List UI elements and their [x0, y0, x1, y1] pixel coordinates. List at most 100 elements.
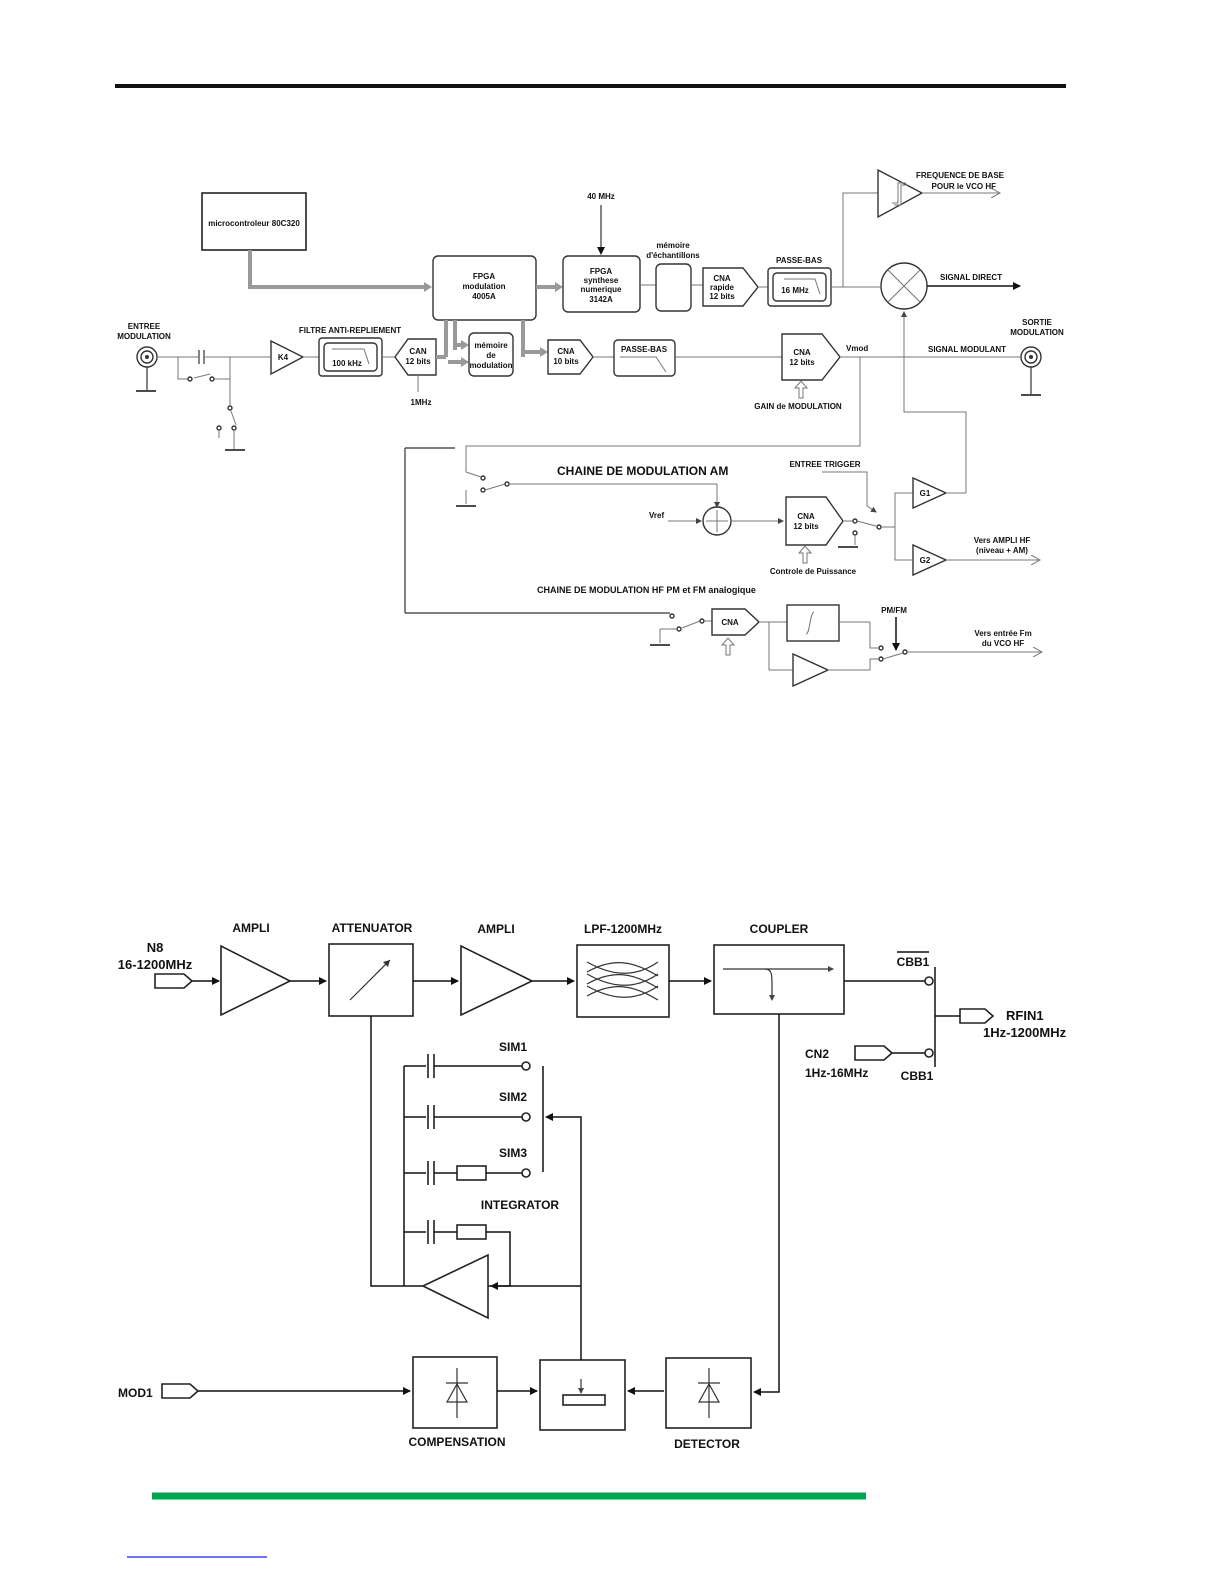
signal-direct-label: SIGNAL DIRECT [940, 273, 1002, 282]
can-label-1: CAN [409, 347, 427, 356]
sample-memory-label-1: mémoire [656, 241, 690, 250]
ampli-1-label: AMPLI [232, 921, 269, 935]
cna12mod-label-1: CNA [793, 348, 811, 357]
entree-mod-label-1: ENTREE [128, 322, 161, 331]
ampli-2-triangle [460, 944, 534, 1017]
lpf-block [576, 944, 670, 1018]
can-label-2: 12 bits [405, 357, 431, 366]
integrator-label: INTEGRATOR [481, 1198, 560, 1212]
cna-12bit-mod-block [781, 333, 841, 381]
compensation-block [412, 1356, 498, 1429]
clock-40mhz-label: 40 MHz [587, 192, 615, 201]
mod-memory-label-2: de [486, 351, 496, 360]
compensation-label: COMPENSATION [408, 1435, 505, 1449]
fpga-mod-label-1: FPGA [473, 272, 495, 281]
entree-trigger-label: ENTREE TRIGGER [789, 460, 860, 469]
integrator-fm-block [786, 604, 840, 642]
pm-fm-label: PM/FM [881, 606, 907, 615]
modulation-memory-block [468, 332, 514, 377]
bottom-block-diagram: N8 16-1200MHz AMPLI ATTENUATOR AMPLI LPF… [118, 921, 1067, 1451]
mod1-label: MOD1 [118, 1386, 153, 1400]
lowpass-top-title: PASSE-BAS [776, 256, 823, 265]
detector-label: DETECTOR [674, 1437, 740, 1451]
cna12am-label-2: 12 bits [793, 522, 819, 531]
cna-fm-label: CNA [721, 618, 739, 627]
cna-fast-label-2: rapide [710, 283, 735, 292]
coupler-label: COUPLER [750, 922, 809, 936]
bus-micro-fpga [248, 250, 425, 289]
am-chain-title: CHAINE DE MODULATION AM [557, 464, 728, 478]
lowpass-top-freq: 16 MHz [781, 286, 809, 295]
fpga-synth-label-2: synthese [584, 276, 619, 285]
fpga-mod-label-3: 4005A [472, 292, 496, 301]
vers-ampli-label-1: Vers AMPLI HF [974, 536, 1031, 545]
base-freq-label-2: POUR le VCO HF [932, 182, 997, 191]
sample-memory-label-2: d'échantillons [646, 251, 700, 260]
vers-fm-label-1: Vers entrée Fm [974, 629, 1031, 638]
entree-mod-label-2: MODULATION [117, 332, 171, 341]
cna10-label-1: CNA [557, 347, 575, 356]
ampli-1-triangle [220, 944, 292, 1017]
integrator-opamp [421, 1253, 489, 1320]
microcontroller-label: microcontroleur 80C320 [208, 219, 300, 228]
mod-memory-label-1: mémoire [474, 341, 508, 350]
n8-port [154, 973, 194, 989]
mod1-port [161, 1383, 200, 1399]
cna-12bit-am-block [785, 496, 844, 546]
cna-fast-label-3: 12 bits [709, 292, 735, 301]
gain-modulation-label: GAIN de MODULATION [754, 402, 842, 411]
mod-memory-label-3: modulation [469, 361, 512, 370]
fpga-synthesis-block [562, 255, 641, 313]
n8-label: N8 [147, 940, 164, 955]
lowpass-mid-label: PASSE-BAS [621, 345, 668, 354]
cna-10bit-block [547, 339, 594, 375]
aa-filter-freq: 100 kHz [332, 359, 362, 368]
power-control-label: Controle de Puissance [770, 567, 857, 576]
rfin1-freq-label: 1Hz-1200MHz [983, 1025, 1067, 1040]
cn2-freq-label: 1Hz-16MHz [805, 1066, 868, 1080]
lpf-label: LPF-1200MHz [584, 922, 662, 936]
cbb1-label: CBB1 [901, 1069, 934, 1083]
sample-memory-block [655, 263, 692, 312]
vref-label: Vref [649, 511, 664, 520]
fm-chain-title: CHAINE DE MODULATION HF PM et FM analogi… [537, 585, 756, 595]
cbb1-bar-label: CBB1 [897, 955, 930, 969]
base-freq-label-1: FREQUENCE DE BASE [916, 171, 1005, 180]
g1-label: G1 [920, 489, 931, 498]
cna10-label-2: 10 bits [553, 357, 579, 366]
n8-freq-label: 16-1200MHz [118, 957, 193, 972]
rfin1-port [959, 1008, 995, 1024]
ampli-2-label: AMPLI [477, 922, 514, 936]
fpga-mod-label-2: modulation [462, 282, 505, 291]
sortie-mod-label-2: MODULATION [1010, 328, 1064, 337]
sim2-label: SIM2 [499, 1090, 527, 1104]
signal-modulant-label: SIGNAL MODULANT [928, 345, 1006, 354]
cna-fast-label-1: CNA [713, 274, 731, 283]
sim1-label: SIM1 [499, 1040, 527, 1054]
g2-amplifier [912, 543, 948, 577]
coupler-block [713, 944, 845, 1015]
cna-fm-block [711, 608, 761, 636]
vers-ampli-label-2: (niveau + AM) [976, 546, 1028, 555]
cn2-label: CN2 [805, 1047, 829, 1061]
aa-filter-title: FILTRE ANTI-REPLIEMENT [299, 326, 401, 335]
fpga-synth-label-3: numerique [581, 285, 622, 294]
attenuator-block [328, 943, 414, 1017]
fpga-synth-label-1: FPGA [590, 267, 612, 276]
attenuator-label: ATTENUATOR [332, 921, 413, 935]
rfin1-label: RFIN1 [1006, 1008, 1044, 1023]
k4-amplifier [270, 339, 305, 376]
k4-label: K4 [278, 353, 289, 362]
cn2-port [854, 1045, 894, 1061]
vers-fm-label-2: du VCO HF [982, 639, 1024, 648]
clock-1mhz-label: 1MHz [411, 398, 432, 407]
g1-amplifier [912, 476, 948, 510]
cna-fast-block [702, 267, 759, 307]
g2-label: G2 [920, 556, 931, 565]
microcontroller-block [201, 192, 307, 251]
vmod-label: Vmod [846, 344, 868, 353]
sim3-label: SIM3 [499, 1146, 527, 1160]
top-block-diagram: microcontroleur 80C320 FPGA modulation 4… [117, 168, 1064, 688]
cna12mod-label-2: 12 bits [789, 358, 815, 367]
